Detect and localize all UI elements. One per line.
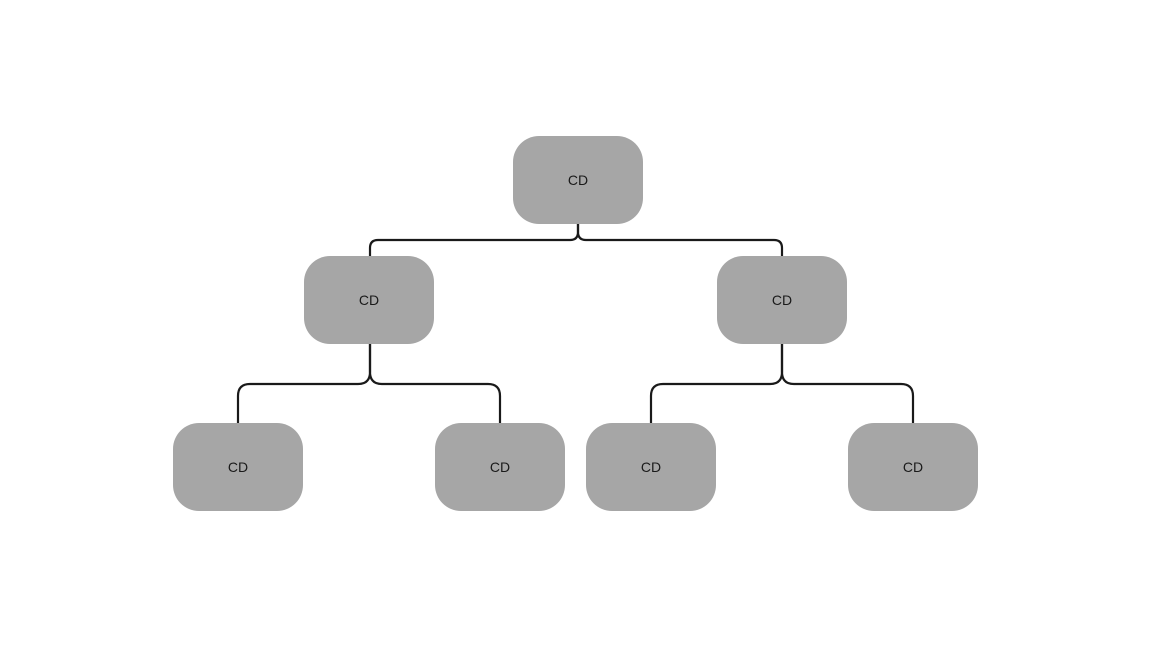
node-level2-right[interactable]: CD (717, 256, 847, 344)
node-label: CD (358, 292, 380, 308)
node-label: CD (771, 292, 793, 308)
node-level3-3[interactable]: CD (586, 423, 716, 511)
edge-root-l (368, 224, 580, 256)
node-label: CD (567, 172, 589, 188)
edge-l-lr (368, 344, 502, 423)
node-level3-4[interactable]: CD (848, 423, 978, 511)
edge-l-ll (236, 344, 372, 423)
edge-root-r (576, 224, 784, 256)
node-label: CD (489, 459, 511, 475)
node-label: CD (640, 459, 662, 475)
node-level2-left[interactable]: CD (304, 256, 434, 344)
edge-r-rr (780, 344, 915, 423)
node-root[interactable]: CD (513, 136, 643, 224)
node-label: CD (902, 459, 924, 475)
edge-r-rl (649, 344, 784, 423)
node-level3-1[interactable]: CD (173, 423, 303, 511)
node-level3-2[interactable]: CD (435, 423, 565, 511)
node-label: CD (227, 459, 249, 475)
